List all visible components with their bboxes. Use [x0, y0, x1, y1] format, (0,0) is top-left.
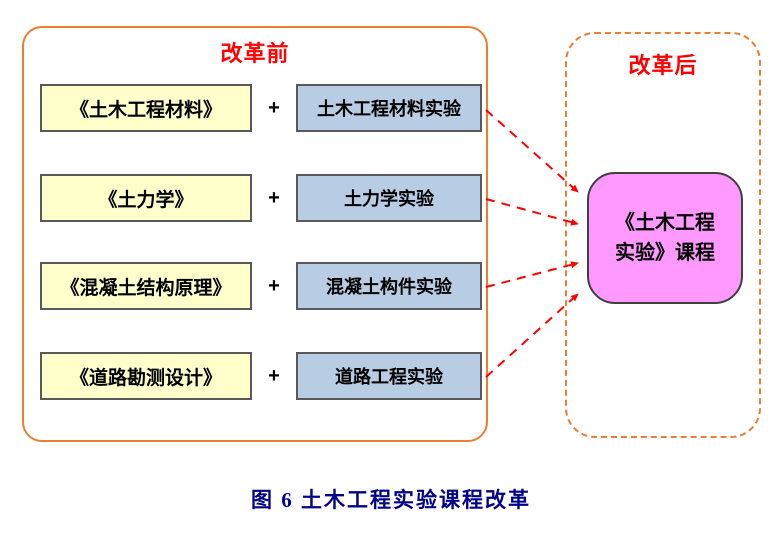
- experiment-box-road-engineering: 道路工程实验: [296, 352, 482, 400]
- course-box-civil-materials: 《土木工程材料》: [40, 84, 252, 132]
- result-course-line2: 实验》课程: [615, 242, 715, 264]
- course-box-soil-mechanics: 《土力学》: [40, 174, 252, 222]
- course-row: 《土力学》 + 土力学实验: [40, 174, 482, 222]
- experiment-box-civil-materials: 土木工程材料实验: [296, 84, 482, 132]
- figure-caption: 图 6 土木工程实验课程改革: [251, 488, 531, 512]
- result-course-box: 《土木工程 实验》课程: [587, 172, 743, 304]
- course-row: 《土木工程材料》 + 土木工程材料实验: [40, 84, 482, 132]
- plus-sign: +: [268, 96, 280, 119]
- experiment-box-concrete-members: 混凝土构件实验: [296, 262, 482, 310]
- plus-sign: +: [268, 274, 280, 297]
- course-box-road-survey-design: 《道路勘测设计》: [40, 352, 252, 400]
- course-box-concrete-structure: 《混凝土结构原理》: [40, 262, 252, 310]
- after-reform-panel: 改革后 《土木工程 实验》课程: [565, 32, 761, 438]
- plus-sign: +: [268, 364, 280, 387]
- before-reform-title: 改革前: [220, 41, 290, 66]
- course-row: 《混凝土结构原理》 + 混凝土构件实验: [40, 262, 482, 310]
- result-course-line1: 《土木工程: [615, 212, 715, 234]
- course-row: 《道路勘测设计》 + 道路工程实验: [40, 352, 482, 400]
- before-reform-panel: 改革前 《土木工程材料》 + 土木工程材料实验 《土力学》 + 土力学实验 《混…: [22, 26, 488, 442]
- experiment-box-soil-mechanics: 土力学实验: [296, 174, 482, 222]
- plus-sign: +: [268, 186, 280, 209]
- after-reform-title: 改革后: [628, 53, 698, 78]
